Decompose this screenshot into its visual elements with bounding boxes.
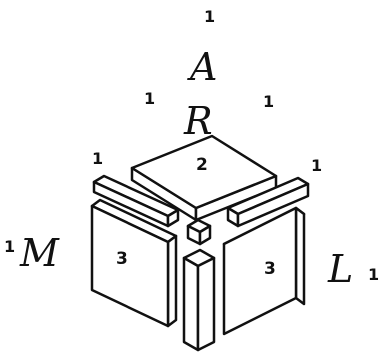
label-one-m: 1 xyxy=(4,237,15,256)
label-one-right-bar: 1 xyxy=(311,156,322,175)
left-plate: 3 xyxy=(90,198,178,328)
right-plate: 3 xyxy=(222,206,306,336)
label-letter-m: M xyxy=(19,231,60,275)
label-one-upper-right: 1 xyxy=(263,92,274,111)
top-plate-label: 2 xyxy=(196,155,208,175)
vertical-bar xyxy=(182,248,216,352)
label-letter-a: A xyxy=(187,45,217,89)
label-one-l: 1 xyxy=(368,265,379,284)
left-plate-label: 3 xyxy=(116,249,128,269)
label-one-top: 1 xyxy=(204,7,215,26)
center-cube xyxy=(186,218,212,246)
label-one-left-bar: 1 xyxy=(92,149,103,168)
label-letter-r: R xyxy=(183,99,213,143)
top-plate: 2 xyxy=(130,134,278,222)
upper-left-bar xyxy=(92,174,180,228)
upper-right-bar xyxy=(226,176,310,228)
label-letter-l: L xyxy=(327,247,353,291)
right-plate-label: 3 xyxy=(264,259,276,279)
label-one-upper-left: 1 xyxy=(144,89,155,108)
